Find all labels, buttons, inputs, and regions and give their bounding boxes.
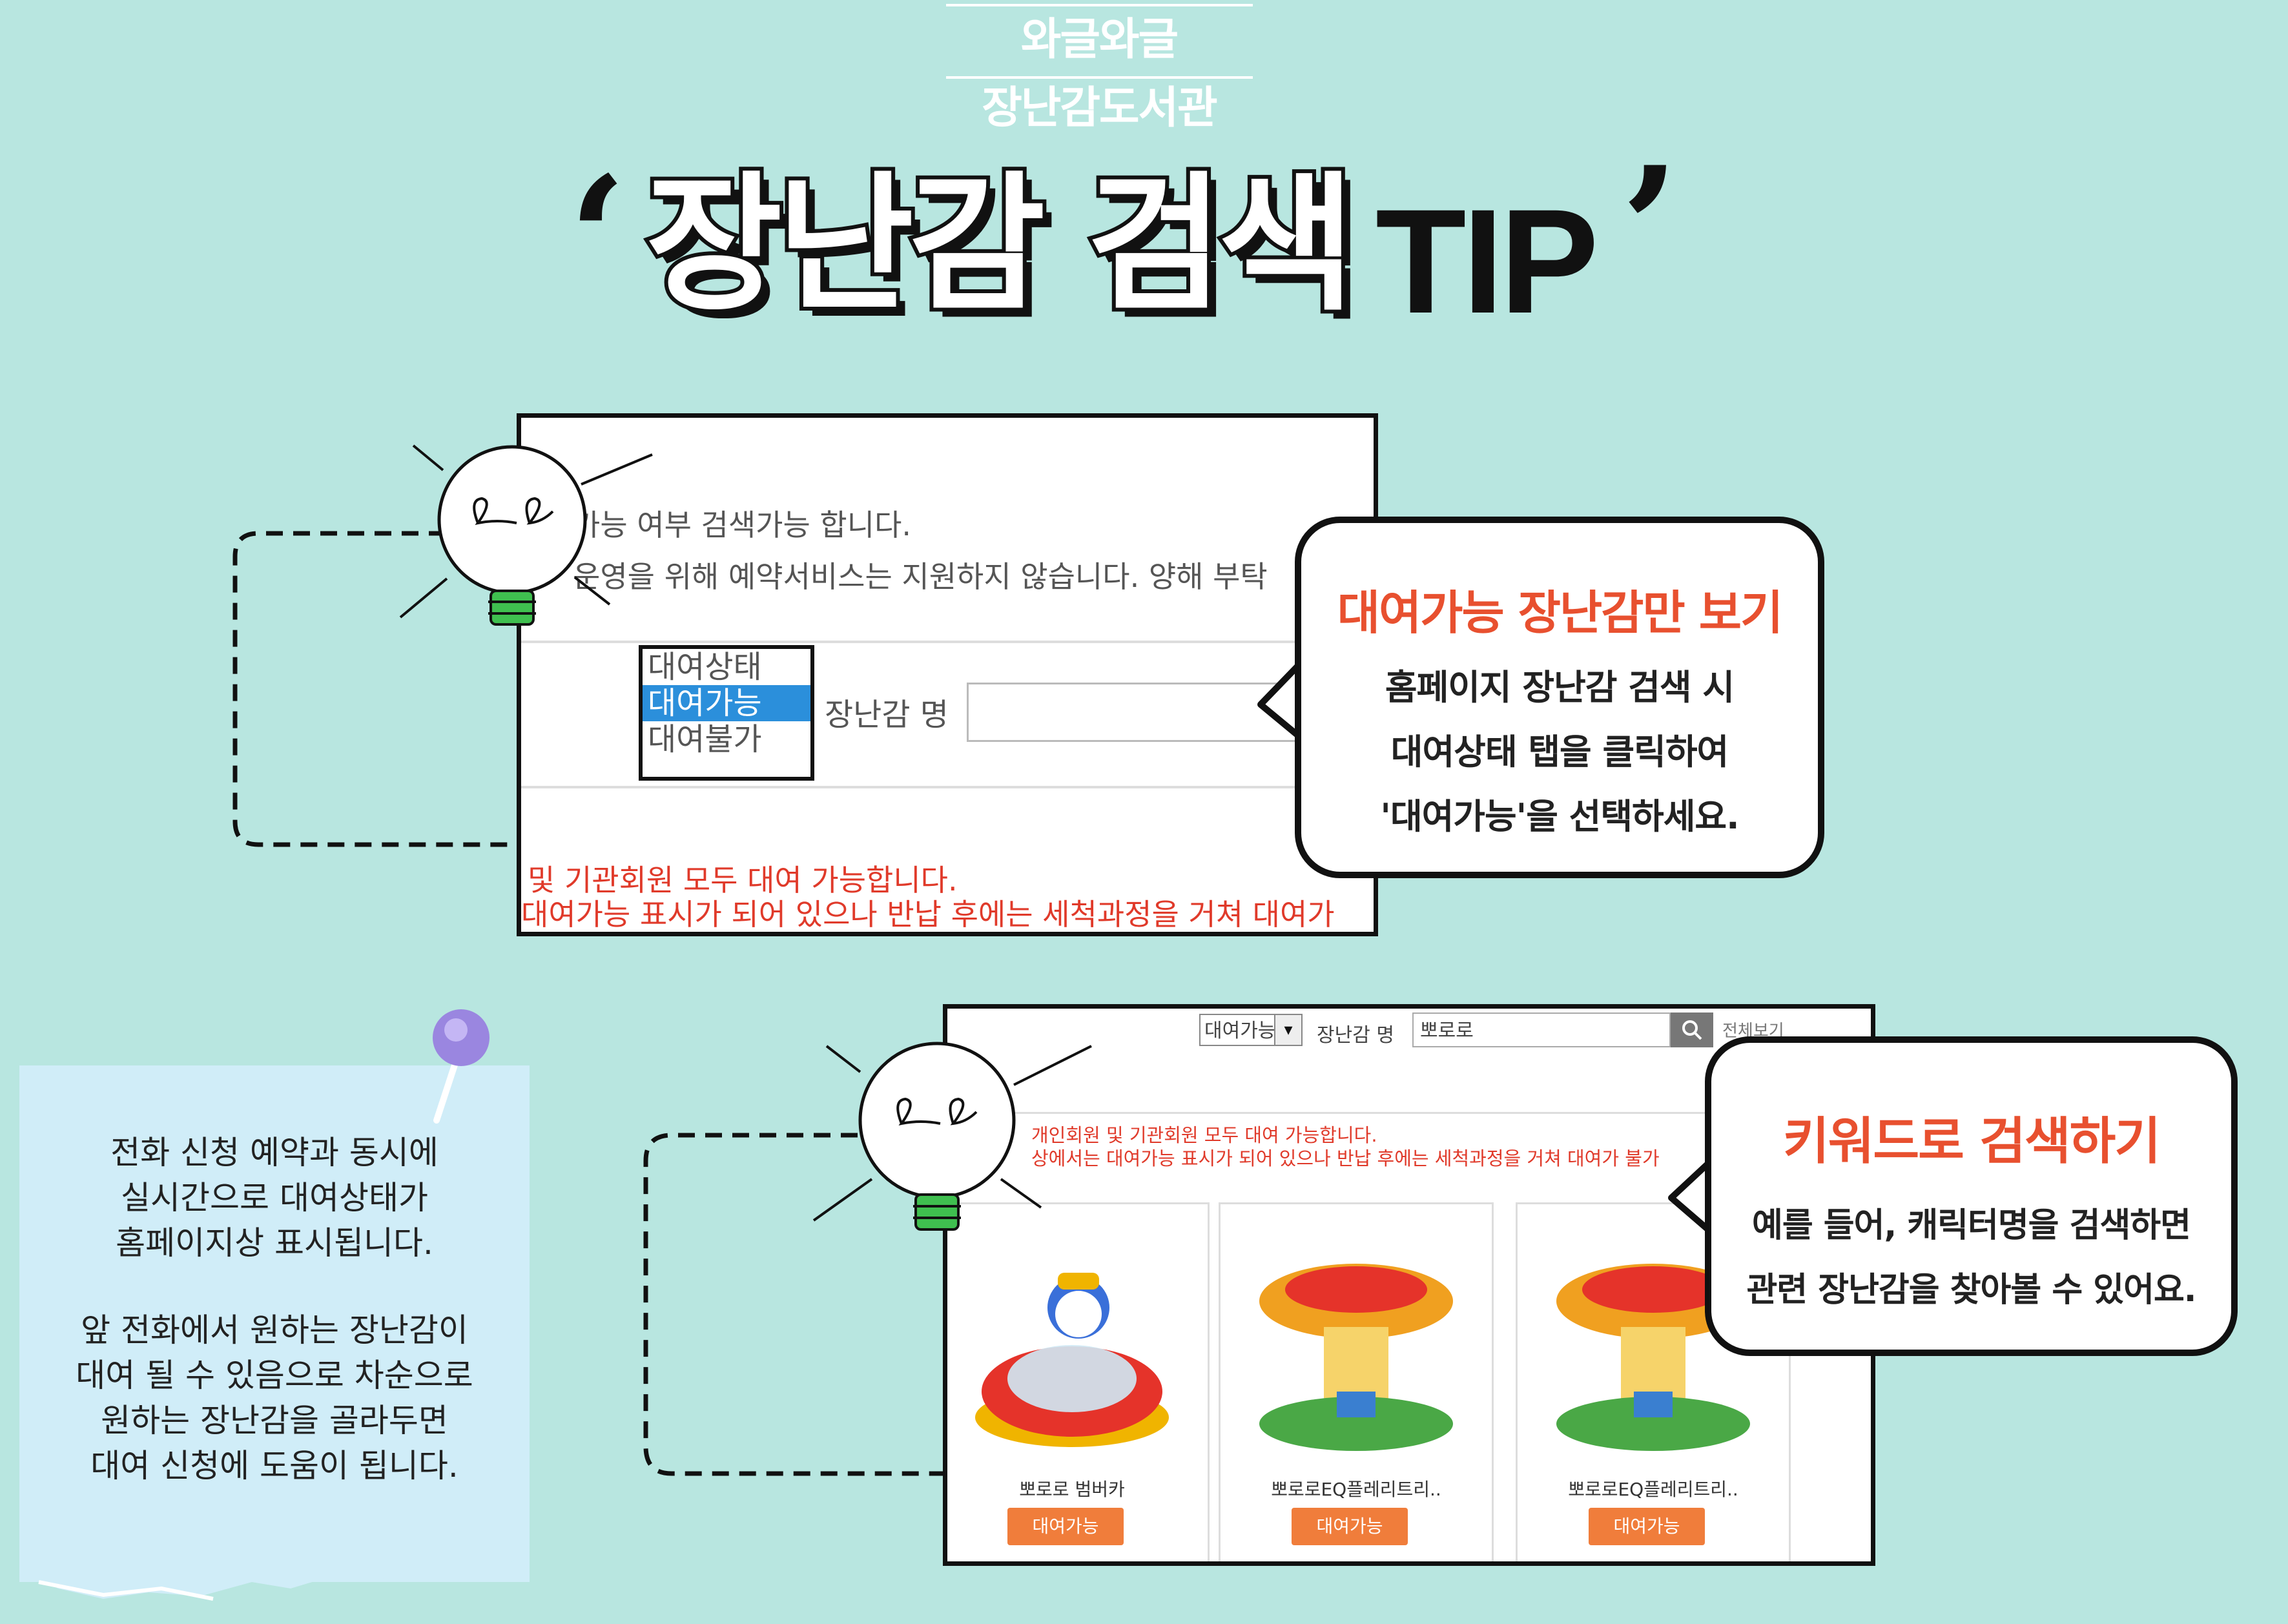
callout-line: 홈페이지 장난감 검색 시 xyxy=(1385,667,1735,708)
note-torn-edge xyxy=(19,1537,530,1601)
search-icon xyxy=(1682,1020,1702,1040)
brand-divider-mid xyxy=(946,76,1253,79)
product-name: 뽀로로EQ플레리트리.. xyxy=(1271,1479,1441,1500)
lightbulb-icon xyxy=(399,444,653,626)
callout-keyword-search: 키워드로 검색하기 예를 들어, 캐릭터명을 검색하면 관련 장난감을 찾아볼 … xyxy=(1705,1036,2238,1356)
brand-name-line1: 와글와글 xyxy=(1020,14,1179,65)
rental-info-text: 개인회원 및 기관회원 모두 대여 가능합니다. xyxy=(1031,1124,1377,1146)
callout-line: 대여상태 탭을 클릭하여 xyxy=(1390,732,1729,772)
option-rental-status[interactable]: 대여상태 xyxy=(648,649,762,685)
search-input[interactable]: 뽀로로 xyxy=(1412,1012,1671,1047)
lightbulb-icon xyxy=(812,1042,1092,1231)
option-available[interactable]: 대여가능 xyxy=(643,685,810,721)
search-button[interactable] xyxy=(1671,1012,1713,1047)
push-pin-icon xyxy=(433,1009,490,1124)
page-title: 장난감 검색 xyxy=(642,159,1359,331)
cleaning-info-text: 상에서는 대여가능 표시가 되어 있으나 반납 후에는 세척과정을 거쳐 대여가… xyxy=(1031,1147,1660,1169)
reservation-notice-text: 운영을 위해 예약서비스는 지원하지 않습니다. 양해 부탁 xyxy=(573,559,1268,594)
callout-tail xyxy=(1668,1160,1711,1233)
rental-badge: 대여가능 xyxy=(1589,1508,1705,1545)
dashed-connector-2 xyxy=(643,1133,949,1476)
chevron-down-icon[interactable]: ▾ xyxy=(1274,1015,1301,1045)
toy-play-tree-image xyxy=(1556,1264,1750,1451)
callout-title: 키워드로 검색하기 xyxy=(1782,1113,2161,1171)
product-card[interactable]: 뽀로로EQ플레리트리.. 대여가능 xyxy=(1219,1202,1494,1561)
notice-area: 개인회원 및 기관회원 모두 대여 가능합니다. 상에서는 대여가능 표시가 되… xyxy=(947,1112,1871,1185)
rental-status-select[interactable]: 대여가능 ▾ xyxy=(1199,1014,1303,1046)
note-text: 실시간으로 대여상태가 xyxy=(121,1179,428,1217)
rental-status-screenshot: 가능 여부 검색가능 합니다. 운영을 위해 예약서비스는 지원하지 않습니다.… xyxy=(517,413,1378,936)
note-text: 앞 전화에서 원하는 장난감이 xyxy=(81,1311,468,1349)
rental-badge: 대여가능 xyxy=(1292,1508,1408,1545)
rental-badge: 대여가능 xyxy=(1007,1508,1124,1545)
rental-status-listbox[interactable]: 대여상태 대여가능 대여불가 xyxy=(639,645,814,781)
product-name: 뽀로로 범버카 xyxy=(1019,1479,1125,1500)
note-text: 대여 신청에 도움이 됩니다. xyxy=(90,1447,459,1485)
divider xyxy=(521,786,1374,788)
callout-line: 예를 들어, 캐릭터명을 검색하면 xyxy=(1752,1206,2191,1245)
note-text: 전화 신청 예약과 동시에 xyxy=(110,1134,438,1171)
callout-tail xyxy=(1257,663,1301,738)
callout-title: 대여가능 장난감만 보기 xyxy=(1337,586,1784,640)
toy-bumper-car-image xyxy=(975,1273,1169,1447)
info-sticky-note: 전화 신청 예약과 동시에 실시간으로 대여상태가 홈페이지상 표시됩니다. 앞… xyxy=(19,1065,530,1582)
product-name: 뽀로로EQ플레리트리.. xyxy=(1568,1479,1738,1500)
brand-name-line2: 장난감도서관 xyxy=(982,83,1217,134)
note-text: 원하는 장난감을 골라두면 xyxy=(101,1402,448,1439)
search-bar: 대여가능 ▾ 장난감 명 뽀로로 전체보기 xyxy=(947,1009,1871,1054)
option-unavailable[interactable]: 대여불가 xyxy=(648,721,762,757)
title-tip: TIP xyxy=(1376,178,1599,344)
toy-play-tree-image xyxy=(1259,1264,1453,1451)
title-close-quote: ’ xyxy=(1621,130,1680,327)
rental-info-text: 및 기관회원 모두 대여 가능합니다. xyxy=(528,863,958,898)
note-text: 홈페이지상 표시됩니다. xyxy=(116,1224,433,1262)
divider xyxy=(521,641,1374,643)
toy-name-label: 장난감 명 xyxy=(825,697,949,733)
callout-line: 관련 장난감을 찾아볼 수 있어요. xyxy=(1746,1271,2196,1310)
title-open-quote: ‘ xyxy=(568,140,627,337)
product-card[interactable]: 뽀로로 범버카 대여가능 xyxy=(947,1202,1210,1561)
cleaning-info-text: 대여가능 표시가 되어 있으나 반납 후에는 세척과정을 거쳐 대여가 xyxy=(521,897,1335,932)
product-card[interactable]: 뽀로로EQ플레리트리.. 대여가능 xyxy=(1516,1202,1791,1561)
select-value: 대여가능 xyxy=(1204,1020,1276,1042)
callout-line: '대여가능'을 선택하세요. xyxy=(1380,796,1739,837)
note-text: 대여 될 수 있음으로 차순으로 xyxy=(76,1357,473,1394)
brand-divider-top xyxy=(946,4,1253,6)
callout-available-only: 대여가능 장난감만 보기 홈페이지 장난감 검색 시 대여상태 탭을 클릭하여 … xyxy=(1295,517,1824,878)
dashed-connector-1 xyxy=(232,531,517,847)
toy-name-label: 장난감 명 xyxy=(1317,1024,1394,1047)
search-notice-text: 가능 여부 검색가능 합니다. xyxy=(573,508,912,542)
